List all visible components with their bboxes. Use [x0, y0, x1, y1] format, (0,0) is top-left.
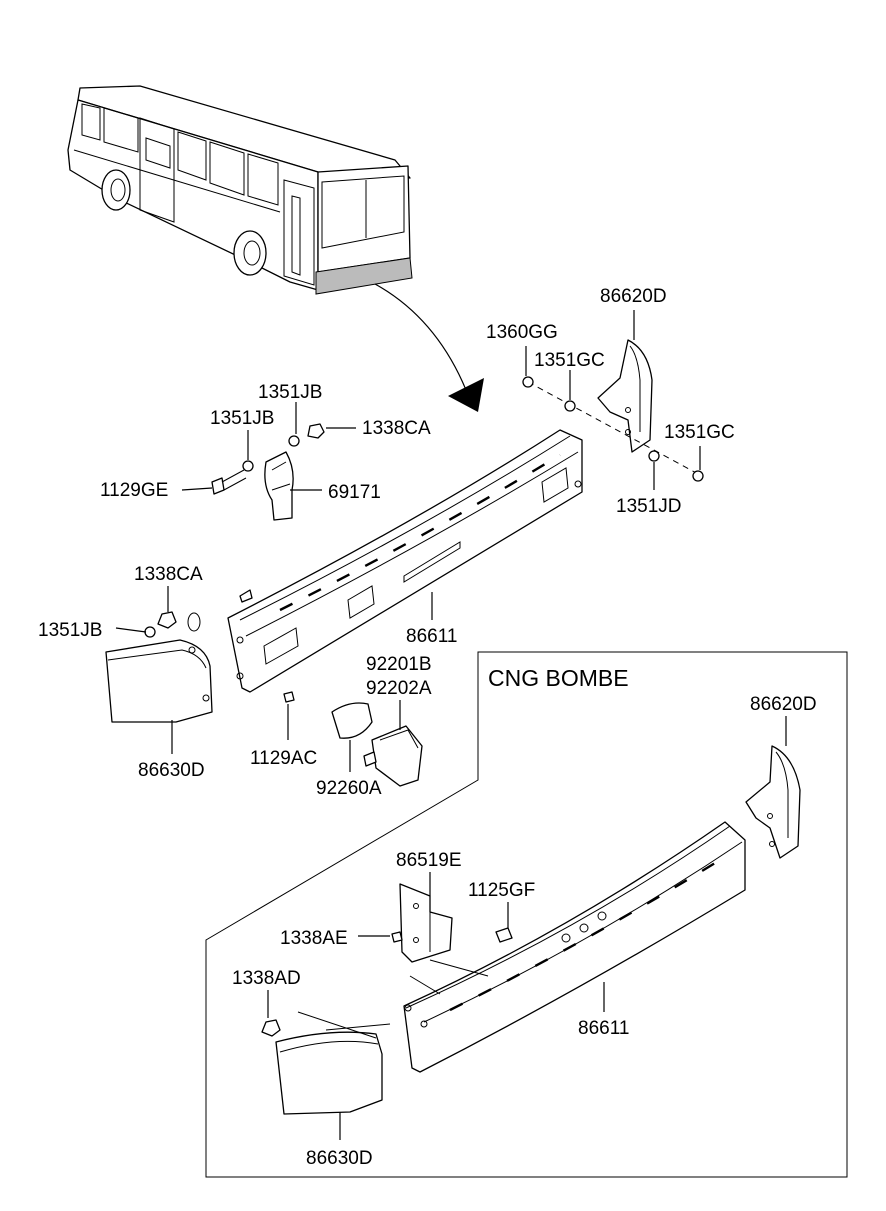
bracket-86620D-upper	[597, 339, 653, 453]
fasteners-upper-right	[522, 376, 704, 482]
reflector-lamp	[283, 691, 423, 787]
fasteners-upper-left	[211, 423, 325, 603]
section-title-cng-bombe: CNG BOMBE	[488, 665, 629, 691]
label-1338AD: 1338AD	[232, 968, 301, 989]
label-1338AE: 1338AE	[280, 928, 348, 949]
label-1129AC: 1129AC	[250, 748, 317, 769]
label-1351JB-top: 1351JB	[258, 382, 322, 403]
label-86620D-upper: 86620D	[600, 286, 667, 307]
corner-cover-86630D-lower	[261, 1011, 391, 1115]
label-92260A: 92260A	[316, 778, 382, 799]
cng-bombe-section	[205, 651, 848, 1178]
label-92202A: 92202A	[366, 678, 432, 699]
part-labels: 86620D 1360GG 1351GC 1351GC 1351JD 1351J…	[38, 286, 817, 1169]
bracket-86620D-lower	[745, 745, 801, 859]
label-1351JB-lower: 1351JB	[38, 620, 102, 641]
label-1125GF: 1125GF	[468, 880, 535, 901]
label-1351JD: 1351JD	[616, 496, 682, 517]
label-1338CA-upper: 1338CA	[362, 418, 431, 439]
bumper-beam-lower	[403, 821, 746, 1073]
label-1338CA-lower: 1338CA	[134, 564, 203, 585]
corner-cover-86630D-upper	[105, 611, 213, 723]
label-86630D-upper: 86630D	[138, 760, 205, 781]
label-86519E: 86519E	[396, 850, 462, 871]
label-1351GC-upper: 1351GC	[534, 350, 605, 371]
label-69171: 69171	[328, 482, 381, 503]
label-1351JB-mid: 1351JB	[210, 408, 274, 429]
leader-lines	[115, 310, 787, 1140]
label-86630D-lower: 86630D	[306, 1148, 373, 1169]
label-1129GE: 1129GE	[100, 480, 168, 501]
label-86620D-lower: 86620D	[750, 694, 817, 715]
label-86611-upper: 86611	[406, 626, 457, 647]
label-1351GC-right: 1351GC	[664, 422, 735, 443]
bracket-86519E	[391, 883, 513, 995]
label-1360GG: 1360GG	[486, 322, 558, 343]
bus-illustration	[67, 85, 484, 412]
label-92201B: 92201B	[366, 654, 432, 675]
bumper-beam-upper	[227, 429, 583, 693]
label-86611-lower: 86611	[578, 1018, 629, 1039]
